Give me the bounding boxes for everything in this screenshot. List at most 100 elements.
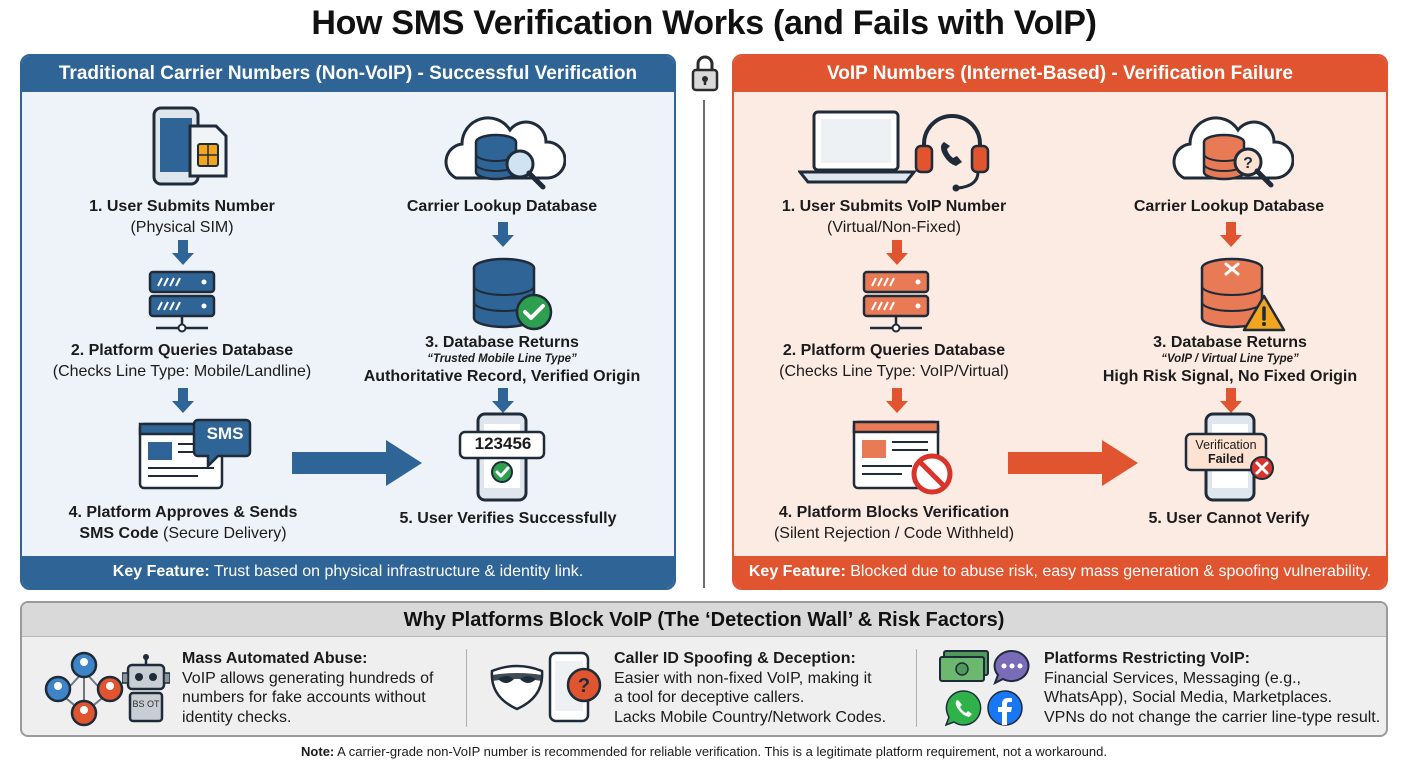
left-footer-label: Key Feature: xyxy=(112,563,210,580)
server-icon xyxy=(862,270,930,333)
browser-blocked-icon xyxy=(852,420,953,495)
why-block-section: Why Platforms Block VoIP (The ‘Detection… xyxy=(20,601,1388,737)
arrow-down-icon xyxy=(492,388,514,413)
arrow-down-icon xyxy=(1220,222,1242,247)
robot-icon xyxy=(122,654,170,723)
why-col3-line: VPNs do not change the carrier line-type… xyxy=(1044,708,1381,726)
server-icon xyxy=(148,270,216,333)
failed-line2: Failed xyxy=(1207,452,1245,466)
facebook-icon xyxy=(987,690,1023,726)
right-footer-text: Blocked due to abuse risk, easy mass gen… xyxy=(850,563,1372,580)
whatsapp-icon xyxy=(944,690,982,727)
robot-tag: BS OT xyxy=(132,699,160,709)
phone-question-icon: ? xyxy=(548,651,602,723)
left-step3-label: 3. Database Returns “Trusted Mobile Line… xyxy=(352,332,652,387)
left-step4-title2: SMS Code xyxy=(79,525,159,542)
left-step4-title: 4. Platform Approves & Sends xyxy=(68,504,298,521)
left-step1-label: 1. User Submits Number (Physical SIM) xyxy=(42,196,322,238)
verification-code: 123456 xyxy=(474,434,532,453)
left-step5-label: 5. User Verifies Successfully xyxy=(358,508,658,529)
left-step2-sub: (Checks Line Type: Mobile/Landline) xyxy=(52,363,312,380)
right-step1-title: 1. User Submits VoIP Number xyxy=(781,198,1007,215)
voip-footer: Key Feature: Blocked due to abuse risk, … xyxy=(734,556,1386,588)
browser-sms-icon xyxy=(138,418,252,490)
right-step4-sub: (Silent Rejection / Code Withheld) xyxy=(773,525,1015,542)
why-col1: Mass Automated Abuse: VoIP allows genera… xyxy=(182,649,472,727)
right-step5-title: 5. User Cannot Verify xyxy=(1148,510,1310,527)
phone-code-icon xyxy=(458,412,546,502)
arrow-right-icon xyxy=(292,440,422,486)
why-col1-line: numbers for fake accounts without xyxy=(182,689,426,706)
right-step4-title: 4. Platform Blocks Verification xyxy=(778,504,1010,521)
why-col1-line: VoIP allows generating hundreds of xyxy=(182,669,434,687)
arrow-down-icon xyxy=(1220,388,1242,413)
arrow-right-icon xyxy=(1008,440,1138,486)
left-step5-title: 5. User Verifies Successfully xyxy=(399,510,617,527)
right-step3-sub: High Risk Signal, No Fixed Origin xyxy=(1102,368,1358,385)
right-step4-label: 4. Platform Blocks Verification (Silent … xyxy=(744,502,1044,544)
arrow-down-icon xyxy=(886,240,908,265)
arrow-down-icon xyxy=(172,388,194,413)
voip-panel: VoIP Numbers (Internet-Based) - Verifica… xyxy=(732,54,1388,590)
chat-bubble-icon xyxy=(993,649,1030,686)
why-col2-line: a tool for deceptive callers. xyxy=(614,689,805,706)
arrow-down-icon xyxy=(886,388,908,413)
left-step1-sub: (Physical SIM) xyxy=(130,219,234,236)
left-step4-label: 4. Platform Approves & Sends SMS Code (S… xyxy=(38,502,328,544)
left-step3-title: 3. Database Returns xyxy=(425,334,579,351)
database-check-icon xyxy=(472,257,553,331)
left-lookup-label: Carrier Lookup Database xyxy=(362,196,642,217)
why-separator xyxy=(466,649,467,727)
left-lookup-title: Carrier Lookup Database xyxy=(406,198,598,215)
left-step1-title: 1. User Submits Number xyxy=(89,198,275,215)
why-header: Why Platforms Block VoIP (The ‘Detection… xyxy=(22,603,1386,637)
cloud-database-search-icon xyxy=(444,116,566,190)
arrow-down-icon xyxy=(172,240,194,265)
why-col2-title: Caller ID Spoofing & Deception: xyxy=(614,650,856,667)
right-step2-label: 2. Platform Queries Database (Checks Lin… xyxy=(744,340,1044,382)
people-network-icon xyxy=(44,651,124,727)
note-label: Note: xyxy=(301,744,335,759)
why-col3-title: Platforms Restricting VoIP: xyxy=(1044,650,1250,667)
left-step2-label: 2. Platform Queries Database (Checks Lin… xyxy=(32,340,332,382)
right-lookup-label: Carrier Lookup Database xyxy=(1084,196,1374,217)
right-lookup-title: Carrier Lookup Database xyxy=(1133,198,1325,215)
why-col2: Caller ID Spoofing & Deception: Easier w… xyxy=(614,649,914,727)
voip-header: VoIP Numbers (Internet-Based) - Verifica… xyxy=(734,56,1386,92)
right-step2-sub: (Checks Line Type: VoIP/Virtual) xyxy=(779,363,1009,380)
why-col1-title: Mass Automated Abuse: xyxy=(182,650,368,667)
left-step3-sub: Authoritative Record, Verified Origin xyxy=(363,368,641,385)
right-step2-title: 2. Platform Queries Database xyxy=(782,342,1006,359)
why-separator xyxy=(916,649,917,727)
why-col1-line: identity checks. xyxy=(182,708,292,726)
page-title: How SMS Verification Works (and Fails wi… xyxy=(311,4,1097,42)
why-col2-line: Easier with non-fixed VoIP, making it xyxy=(614,669,872,687)
verification-failed-badge: Verification Failed xyxy=(1188,438,1264,466)
mask-icon xyxy=(490,664,544,711)
non-voip-panel: Traditional Carrier Numbers (Non-VoIP) -… xyxy=(20,54,676,590)
sms-badge: SMS xyxy=(206,424,244,443)
phone-failed-icon xyxy=(1184,412,1274,502)
left-step3-quote: “Trusted Mobile Line Type” xyxy=(427,353,577,365)
right-step3-quote: “VoIP / Virtual Line Type” xyxy=(1161,353,1299,365)
lock-icon xyxy=(691,55,719,92)
left-step2-title: 2. Platform Queries Database xyxy=(70,342,294,359)
why-col3: Platforms Restricting VoIP: Financial Se… xyxy=(1044,649,1384,727)
failed-line1: Verification xyxy=(1195,438,1257,452)
left-footer-text: Trust based on physical infrastructure &… xyxy=(213,563,584,580)
svg-text:?: ? xyxy=(1243,155,1253,172)
right-step3-title: 3. Database Returns xyxy=(1153,334,1307,351)
laptop-headset-icon xyxy=(798,110,990,192)
note-text: A carrier-grade non-VoIP number is recom… xyxy=(337,744,1107,759)
phone-sim-icon xyxy=(152,106,228,186)
right-footer-label: Key Feature: xyxy=(748,563,846,580)
right-step3-label: 3. Database Returns “VoIP / Virtual Line… xyxy=(1080,332,1380,387)
right-step5-label: 5. User Cannot Verify xyxy=(1084,508,1374,529)
right-step1-label: 1. User Submits VoIP Number (Virtual/Non… xyxy=(744,196,1044,238)
why-col3-line: WhatsApp), Social Media, Marketplaces. xyxy=(1044,689,1333,706)
non-voip-footer: Key Feature: Trust based on physical inf… xyxy=(22,556,674,588)
database-warning-icon xyxy=(1200,257,1286,332)
why-col3-line: Financial Services, Messaging (e.g., xyxy=(1044,669,1301,687)
svg-text:?: ? xyxy=(578,675,590,697)
footer-note: Note: A carrier-grade non-VoIP number is… xyxy=(0,744,1408,759)
